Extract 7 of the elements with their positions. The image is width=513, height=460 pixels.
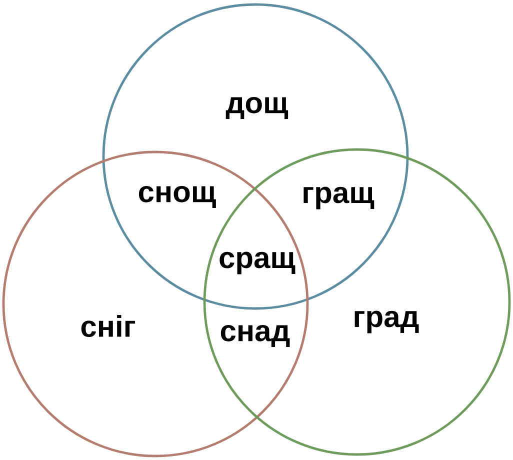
region-label: гращ: [304, 186, 374, 210]
region-label: град: [354, 310, 419, 334]
region-label: сніг: [81, 314, 135, 338]
region-label: дощ: [226, 96, 288, 120]
region-label: снад: [220, 324, 290, 348]
region-label: сращ: [220, 252, 296, 274]
region-label: снощ: [138, 186, 216, 208]
